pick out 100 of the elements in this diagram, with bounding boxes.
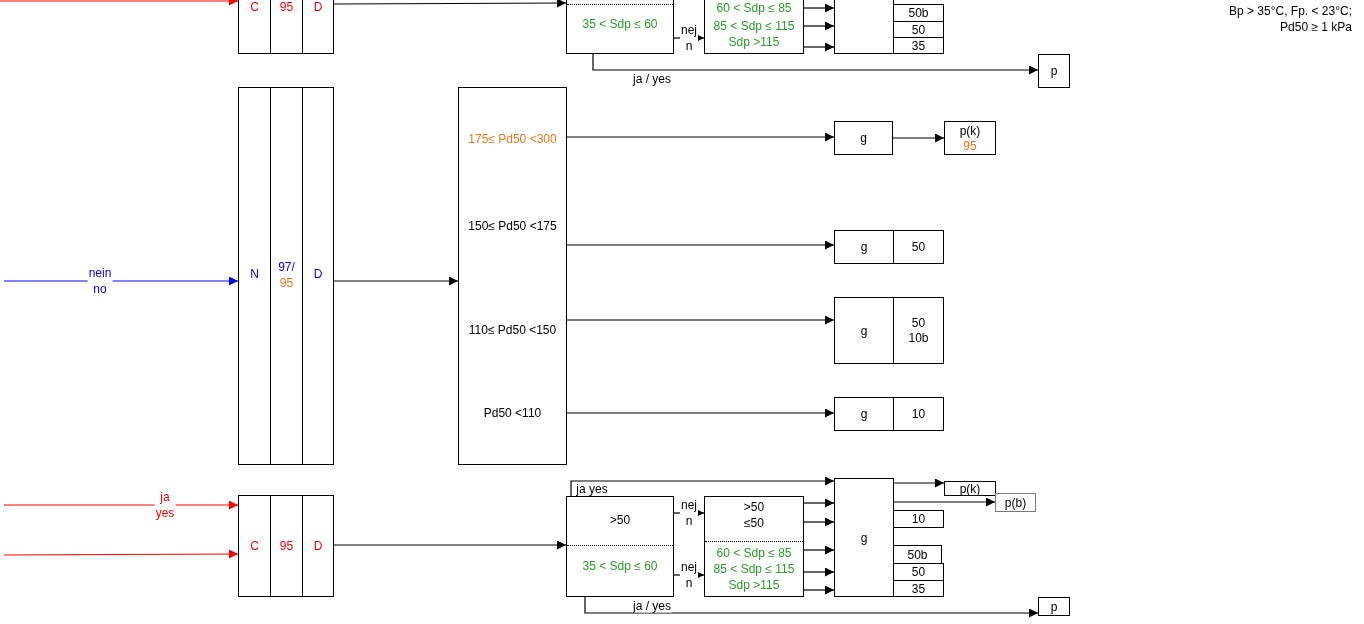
box-text: g — [859, 130, 868, 146]
box-text: g — [859, 239, 869, 255]
box-text: 60 < Sdp ≤ 85 — [715, 546, 793, 561]
process-box — [270, 0, 303, 54]
arrow — [0, 0, 239, 6]
box-text: g — [859, 323, 869, 338]
box-text: p — [1049, 599, 1059, 614]
process-box — [893, 4, 944, 22]
arrow — [803, 21, 835, 31]
box-text: N — [249, 267, 260, 282]
box-text: p — [1049, 63, 1059, 79]
box-text: C — [249, 538, 260, 554]
process-box — [270, 495, 303, 597]
process-box — [893, 580, 944, 597]
box-text: 35 < Sdp ≤ 60 — [581, 559, 659, 574]
box-text: >50 — [608, 513, 632, 528]
process-box — [704, 0, 804, 54]
box-text: 95 — [278, 276, 295, 291]
process-box — [302, 495, 334, 597]
box-text: 175≤ Pd50 <300 — [467, 132, 558, 147]
process-box — [238, 0, 271, 54]
box-text: 95 — [278, 0, 295, 15]
process-box — [944, 481, 996, 496]
note-text: Pd50 ≥ 1 kPa — [1280, 20, 1352, 35]
box-text: 150≤ Pd50 <175 — [467, 219, 558, 234]
box-text: Sdp >115 — [727, 578, 781, 593]
edge-label: ja / yes — [632, 72, 672, 86]
note-text: Bp > 35°C, Fp. < 23°C; — [1229, 4, 1352, 19]
box-text: 50 — [910, 239, 927, 255]
arrow — [803, 517, 835, 527]
arrow — [333, 276, 459, 286]
edge-label: ja / yes — [632, 599, 672, 613]
arrow — [893, 478, 945, 488]
box-text: Pd50 <110 — [482, 406, 543, 421]
box-text: 50 10b — [908, 316, 929, 346]
box-text: 85 < Sdp ≤ 115 — [712, 562, 796, 577]
arrow — [592, 53, 1039, 75]
process-box — [834, 297, 894, 364]
arrow — [566, 132, 835, 142]
arrow — [803, 585, 835, 595]
box-text: >50 — [742, 500, 766, 515]
edge-label: ja yes — [575, 482, 609, 496]
box-text: D — [312, 0, 324, 15]
process-box — [893, 397, 944, 431]
arrow — [566, 408, 835, 418]
arrow — [803, 545, 835, 555]
arrow — [3, 549, 239, 559]
arrow — [3, 276, 239, 286]
arrow — [893, 497, 996, 507]
process-box — [302, 87, 334, 465]
arrow — [803, 3, 835, 13]
box-text: p(k) — [958, 481, 982, 496]
box-text: g — [859, 530, 869, 545]
empty-box — [834, 0, 894, 54]
box-text: Sdp >115 — [727, 35, 781, 50]
arrow — [892, 133, 945, 143]
box-text: 10 — [910, 406, 927, 422]
box-text: 10 — [910, 511, 927, 527]
box-text: D — [312, 267, 324, 282]
arrow — [333, 0, 567, 8]
box-text: C — [249, 0, 260, 15]
box-text: 35 — [910, 581, 927, 596]
process-box — [834, 230, 894, 264]
arrow — [803, 498, 835, 508]
arrow — [803, 42, 835, 52]
process-box — [893, 297, 944, 364]
process-box — [893, 545, 942, 564]
arrow — [584, 596, 1039, 618]
box-text: 85 < Sdp ≤ 115 — [712, 19, 796, 34]
box-text: 50b — [907, 5, 930, 21]
process-box — [944, 121, 996, 155]
box-text: 60 < Sdp ≤ 85 — [715, 1, 793, 16]
box-text: D — [312, 538, 324, 554]
arrow — [333, 540, 567, 550]
box-text: 110≤ Pd50 <150 — [467, 323, 558, 338]
process-box — [995, 493, 1036, 512]
process-box — [458, 87, 567, 465]
box-text: 35 < Sdp ≤ 60 — [581, 17, 659, 32]
process-box — [893, 510, 944, 528]
arrow — [570, 476, 835, 497]
process-box — [270, 87, 303, 465]
box-text: 50 — [910, 564, 927, 580]
arrow — [566, 240, 835, 250]
process-box — [834, 121, 893, 155]
box-text: p(k) — [958, 124, 982, 139]
process-box — [1038, 597, 1070, 616]
process-box — [834, 478, 894, 597]
process-box — [238, 87, 271, 465]
box-text: 95 — [962, 139, 978, 154]
box-text: 35 — [910, 38, 927, 53]
box-text: g — [859, 406, 869, 422]
box-text: ≤50 — [743, 516, 765, 531]
box-text: 50 — [910, 22, 927, 37]
box-text: 97/ — [277, 260, 296, 275]
process-box — [302, 0, 334, 54]
process-box — [834, 397, 894, 431]
process-box — [566, 496, 674, 597]
box-text: 50b — [906, 547, 929, 562]
process-box — [1038, 54, 1070, 88]
edge-label: ja yes — [154, 489, 176, 521]
